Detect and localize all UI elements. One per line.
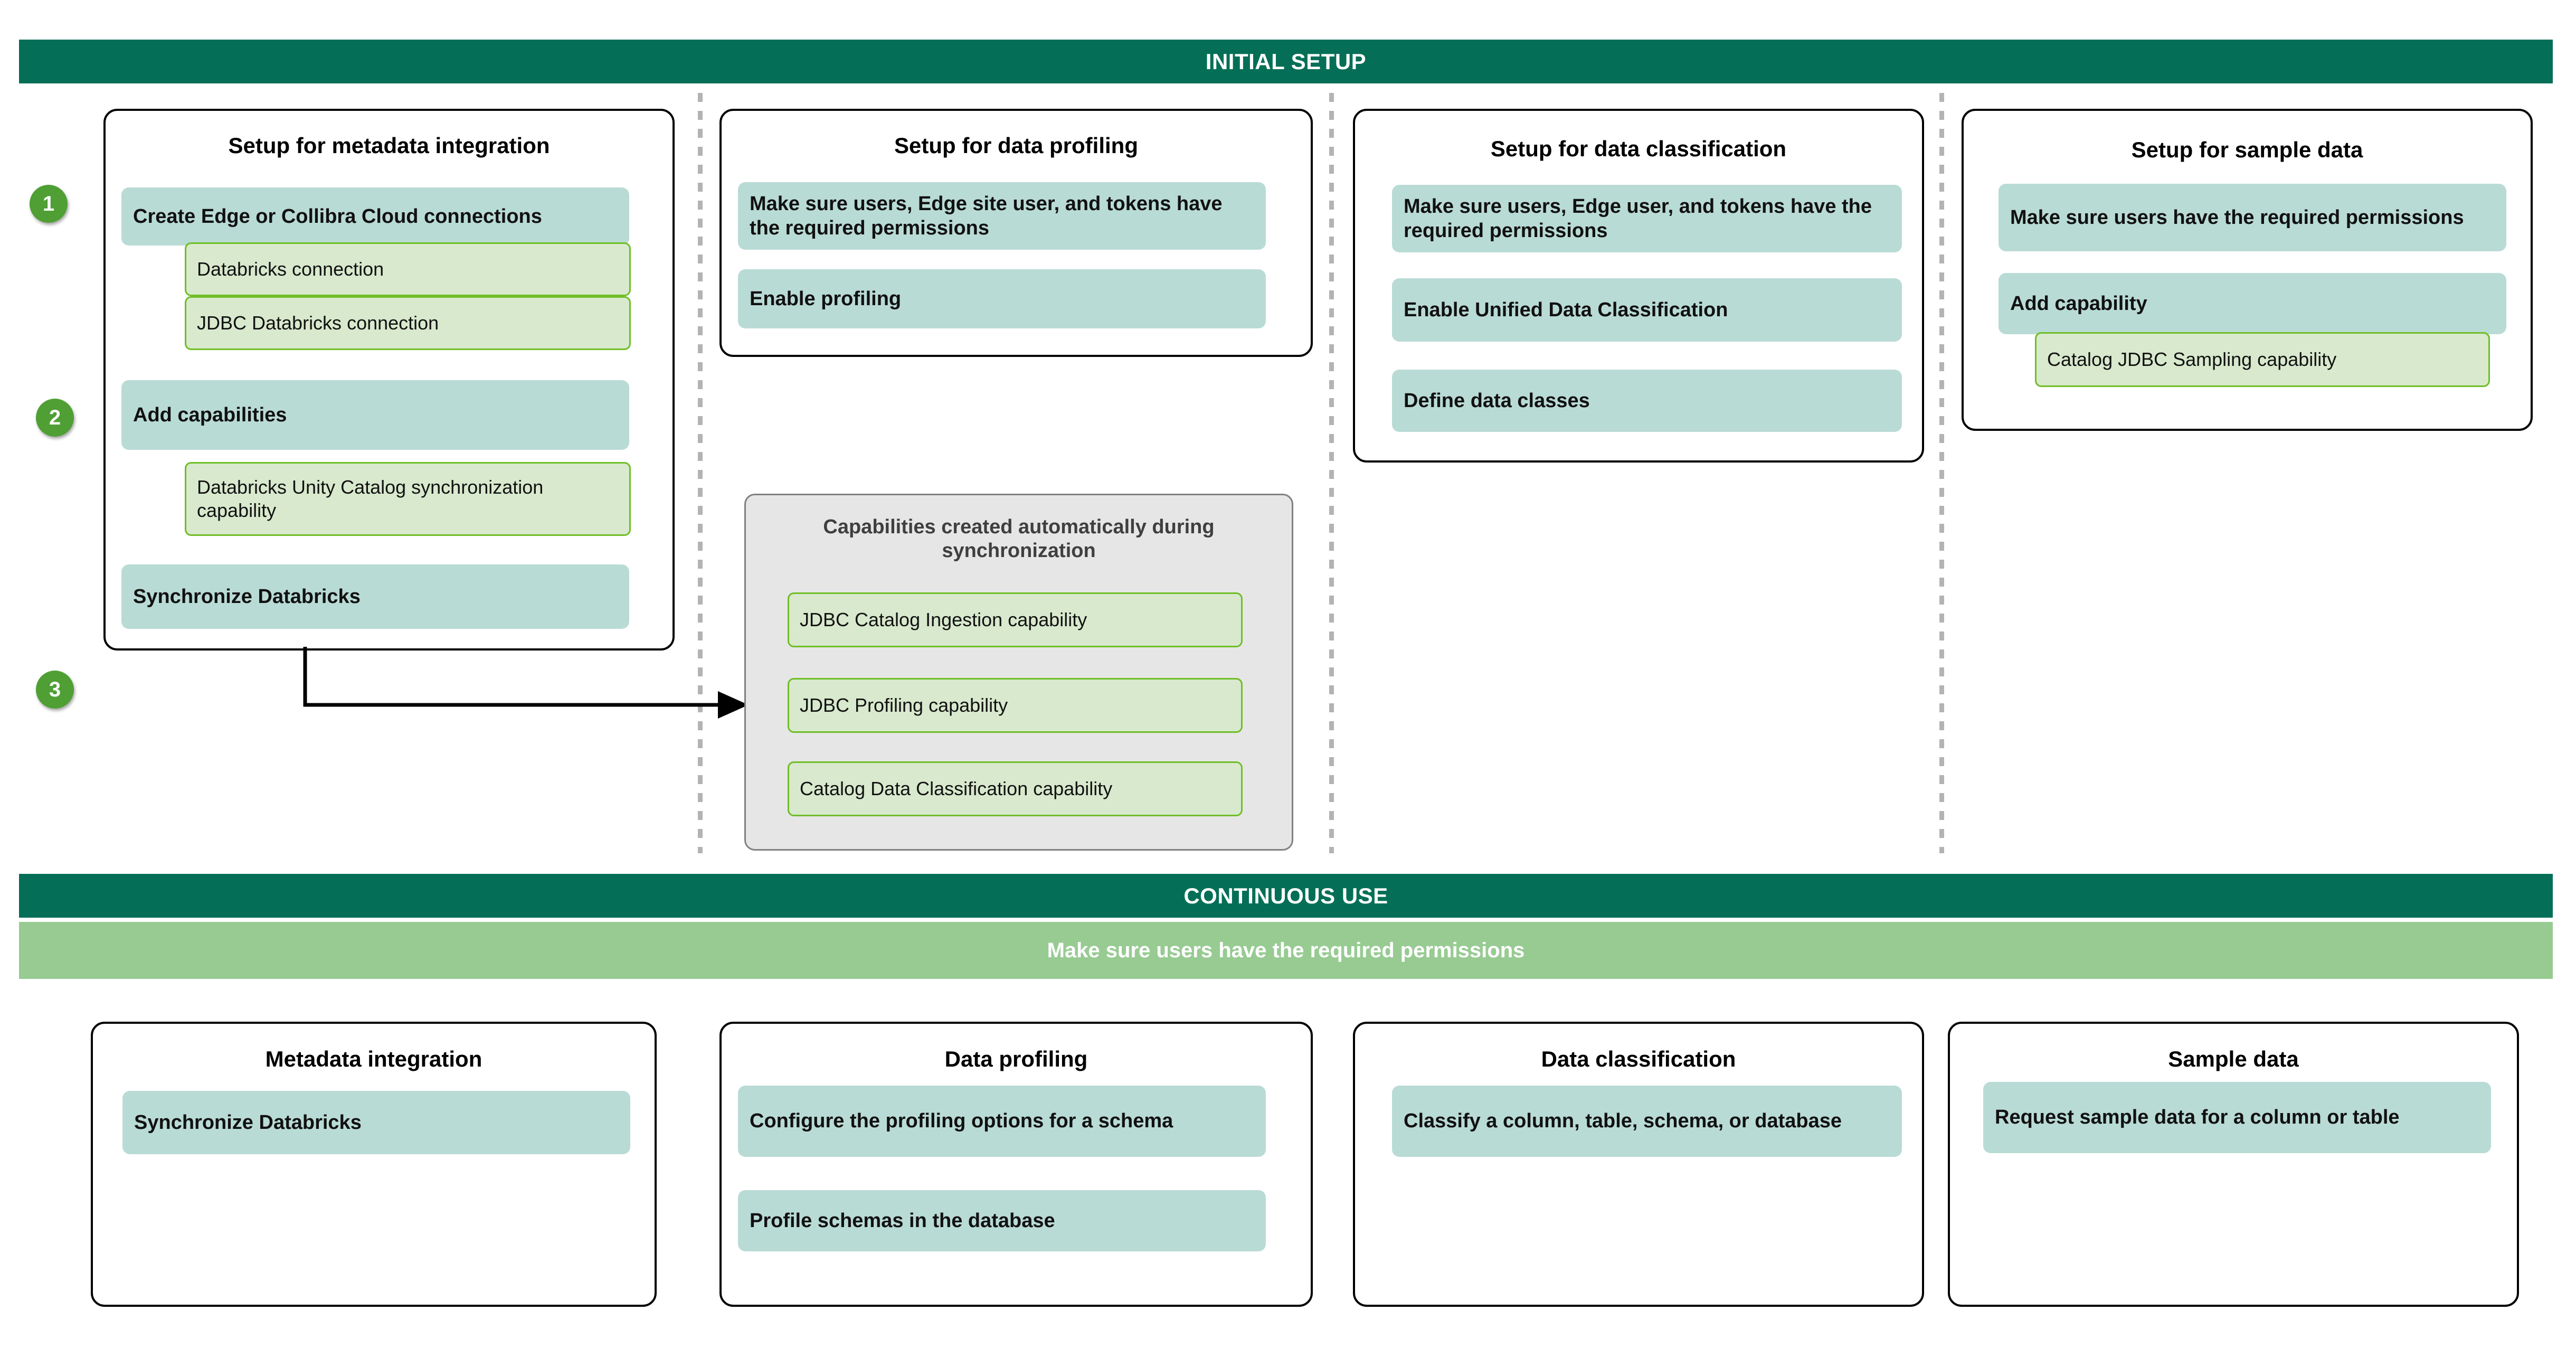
chip-classification-permissions-label: Make sure users, Edge user, and tokens h… [1404,195,1872,242]
subchip-databricks-unity-catalog-sync-capability[interactable]: Databricks Unity Catalog synchronization… [185,462,631,536]
chip-synchronize-databricks-setup-label: Synchronize Databricks [133,585,361,608]
initial-setup-banner: INITIAL SETUP [19,40,2553,83]
panel-auto-created-capabilities-title: Capabilities created automatically durin… [823,516,1215,562]
panel-continuous-data-profiling-title: Data profiling [944,1047,1088,1071]
chip-create-edge-connections-label: Create Edge or Collibra Cloud connection… [133,205,542,228]
subchip-catalog-data-classification-capability-label: Catalog Data Classification capability [800,778,1113,800]
subchip-jdbc-profiling-capability[interactable]: JDBC Profiling capability [788,678,1243,733]
chip-add-capabilities[interactable]: Add capabilities [121,380,629,450]
chip-classify-column-table-schema-database[interactable]: Classify a column, table, schema, or dat… [1392,1086,1902,1157]
initial-setup-banner-label: INITIAL SETUP [1205,49,1367,74]
chip-enable-unified-data-classification[interactable]: Enable Unified Data Classification [1392,278,1902,342]
subchip-catalog-data-classification-capability[interactable]: Catalog Data Classification capability [788,761,1243,816]
chip-configure-profiling-options[interactable]: Configure the profiling options for a sc… [738,1086,1266,1157]
continuous-use-note-band: Make sure users have the required permis… [19,922,2553,979]
chip-define-data-classes[interactable]: Define data classes [1392,370,1902,432]
chip-add-capability[interactable]: Add capability [1999,273,2506,334]
step-number-2: 2 [36,399,74,437]
chip-request-sample-data-label: Request sample data for a column or tabl… [1995,1106,2400,1129]
subchip-databricks-connection-label: Databricks connection [197,258,384,280]
chip-create-edge-connections[interactable]: Create Edge or Collibra Cloud connection… [121,187,629,246]
panel-setup-data-profiling-title: Setup for data profiling [894,133,1138,158]
chip-sample-data-permissions-label: Make sure users have the required permis… [2010,206,2464,229]
continuous-use-banner-label: CONTINUOUS USE [1183,883,1388,908]
panel-setup-data-classification-title: Setup for data classification [1490,136,1787,161]
subchip-jdbc-databricks-connection-label: JDBC Databricks connection [197,312,439,334]
panel-continuous-metadata-integration-title: Metadata integration [265,1047,482,1071]
panel-continuous-metadata-integration: Metadata integration [91,1022,657,1307]
step-number-2-label: 2 [49,406,61,429]
chip-classification-permissions[interactable]: Make sure users, Edge user, and tokens h… [1392,185,1902,252]
chip-configure-profiling-options-label: Configure the profiling options for a sc… [750,1110,1173,1133]
step-number-3-label: 3 [49,677,61,701]
chip-profiling-permissions-label: Make sure users, Edge site user, and tok… [750,192,1223,239]
subchip-jdbc-profiling-capability-label: JDBC Profiling capability [800,694,1008,717]
chip-enable-unified-data-classification-label: Enable Unified Data Classification [1404,298,1728,321]
subchip-catalog-jdbc-sampling-capability-label: Catalog JDBC Sampling capability [2047,348,2337,371]
chip-profile-schemas-in-database[interactable]: Profile schemas in the database [738,1190,1266,1251]
panel-setup-metadata-integration-title: Setup for metadata integration [228,133,550,158]
panel-continuous-data-profiling: Data profiling [719,1022,1313,1307]
chip-add-capabilities-label: Add capabilities [133,403,287,426]
chip-sample-data-permissions[interactable]: Make sure users have the required permis… [1999,184,2506,251]
step-number-1: 1 [30,185,68,223]
chip-continuous-synchronize-databricks[interactable]: Synchronize Databricks [122,1091,630,1154]
subchip-databricks-unity-catalog-sync-capability-label: Databricks Unity Catalog synchronization… [197,476,544,521]
chip-synchronize-databricks-setup[interactable]: Synchronize Databricks [121,564,629,629]
subchip-jdbc-catalog-ingestion-capability[interactable]: JDBC Catalog Ingestion capability [788,592,1243,647]
chip-request-sample-data[interactable]: Request sample data for a column or tabl… [1983,1082,2491,1153]
chip-enable-profiling-label: Enable profiling [750,287,902,310]
subchip-catalog-jdbc-sampling-capability[interactable]: Catalog JDBC Sampling capability [2035,332,2490,387]
chip-enable-profiling[interactable]: Enable profiling [738,269,1266,328]
chip-continuous-synchronize-databricks-label: Synchronize Databricks [134,1111,362,1134]
chip-profile-schemas-in-database-label: Profile schemas in the database [750,1209,1055,1232]
column-divider-1 [698,93,703,853]
subchip-jdbc-databricks-connection[interactable]: JDBC Databricks connection [185,296,631,350]
panel-continuous-sample-data-title: Sample data [2168,1047,2299,1071]
chip-define-data-classes-label: Define data classes [1404,389,1590,412]
panel-continuous-data-classification: Data classification [1353,1022,1924,1307]
column-divider-2 [1329,93,1334,853]
connector-arrow-sync-to-capabilities [303,647,749,719]
panel-setup-sample-data-title: Setup for sample data [2131,137,2363,162]
subchip-databricks-connection[interactable]: Databricks connection [185,242,631,296]
continuous-use-banner: CONTINUOUS USE [19,874,2553,918]
chip-profiling-permissions[interactable]: Make sure users, Edge site user, and tok… [738,182,1266,250]
column-divider-3 [1939,93,1944,853]
chip-classify-column-table-schema-database-label: Classify a column, table, schema, or dat… [1404,1110,1842,1133]
step-number-1-label: 1 [42,192,55,215]
continuous-use-note-label: Make sure users have the required permis… [1047,938,1525,962]
subchip-jdbc-catalog-ingestion-capability-label: JDBC Catalog Ingestion capability [800,609,1087,631]
panel-continuous-sample-data: Sample data [1948,1022,2519,1307]
step-number-3: 3 [36,671,74,709]
panel-continuous-data-classification-title: Data classification [1541,1047,1736,1071]
chip-add-capability-label: Add capability [2010,292,2147,315]
